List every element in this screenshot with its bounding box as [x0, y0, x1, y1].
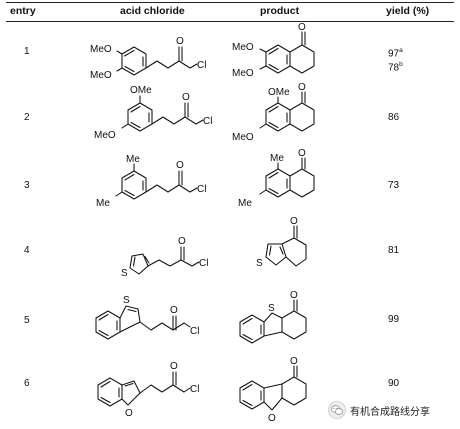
header-product: product [260, 5, 300, 17]
product-structure-6: O O [239, 356, 307, 424]
svg-text:O: O [298, 82, 306, 93]
svg-text:Cl: Cl [199, 258, 208, 269]
acid-chloride-structure-2: OMe MeO O Cl [94, 85, 212, 141]
svg-text:Cl: Cl [197, 60, 206, 71]
svg-text:MeO: MeO [94, 130, 116, 141]
svg-text:Me: Me [270, 153, 284, 164]
product-structure-1: MeO MeO O [232, 22, 315, 79]
svg-text:O: O [298, 148, 306, 159]
svg-text:O: O [290, 290, 298, 301]
product-structure-4: S O [256, 216, 307, 269]
acid-chloride-structure-1: MeO MeO O Cl [90, 36, 206, 81]
product-structure-3: Me Me O [238, 148, 315, 209]
svg-text:S: S [256, 258, 263, 269]
wechat-logo-icon [328, 401, 346, 419]
svg-text:O: O [125, 408, 133, 419]
yield-value: 97a 78b [388, 47, 403, 74]
svg-text:O: O [290, 356, 298, 367]
svg-text:Cl: Cl [203, 116, 212, 127]
svg-text:S: S [121, 268, 128, 279]
acid-chloride-structure-6: O O Cl [97, 361, 199, 419]
entry-number: 3 [24, 180, 30, 191]
table-top-rule [6, 2, 454, 3]
yield-value: 90 [388, 378, 400, 389]
acid-chloride-structure-3: Me Me O Cl [96, 154, 206, 209]
product-structure-5: S O [239, 290, 307, 344]
svg-text:O: O [182, 92, 190, 103]
yield-value: 99 [388, 314, 400, 325]
svg-text:Me: Me [126, 154, 140, 165]
svg-text:O: O [170, 305, 178, 316]
yield-value: 81 [388, 245, 400, 256]
svg-text:Me: Me [238, 198, 252, 209]
svg-text:MeO: MeO [232, 132, 254, 143]
svg-text:MeO: MeO [232, 42, 254, 53]
svg-text:O: O [268, 413, 276, 424]
watermark-text: 有机合成路线分享 [350, 406, 430, 418]
svg-text:O: O [290, 216, 298, 227]
svg-text:Me: Me [96, 198, 110, 209]
entry-number: 6 [24, 378, 30, 389]
svg-text:O: O [178, 236, 186, 247]
entry-number: 4 [24, 245, 30, 256]
header-entry: entry [10, 5, 36, 17]
header-acid-chloride: acid chloride [120, 5, 185, 17]
entry-number: 1 [24, 46, 30, 57]
product-structure-2: OMe MeO O [232, 82, 315, 143]
yield-value: 86 [388, 112, 400, 123]
svg-text:Cl: Cl [197, 184, 206, 195]
svg-text:OMe: OMe [130, 85, 152, 96]
svg-text:O: O [170, 361, 178, 372]
svg-text:OMe: OMe [268, 87, 290, 98]
svg-text:MeO: MeO [90, 44, 112, 55]
svg-text:S: S [268, 303, 275, 314]
watermark: 有机合成路线分享 [328, 400, 430, 420]
entry-number: 2 [24, 112, 30, 123]
acid-chloride-structure-5: S O Cl [95, 295, 199, 340]
svg-text:Cl: Cl [190, 326, 199, 337]
svg-text:O: O [176, 36, 184, 47]
yield-value: 73 [388, 180, 400, 191]
svg-text:O: O [176, 160, 184, 171]
entry-number: 5 [24, 315, 30, 326]
svg-text:S: S [123, 295, 130, 306]
svg-text:MeO: MeO [90, 70, 112, 81]
svg-text:O: O [298, 22, 306, 33]
table-header-rule [6, 21, 454, 22]
svg-text:Cl: Cl [190, 384, 199, 395]
svg-text:MeO: MeO [232, 68, 254, 79]
acid-chloride-structure-4: S O Cl [121, 236, 208, 279]
header-yield: yield (%) [386, 5, 430, 17]
